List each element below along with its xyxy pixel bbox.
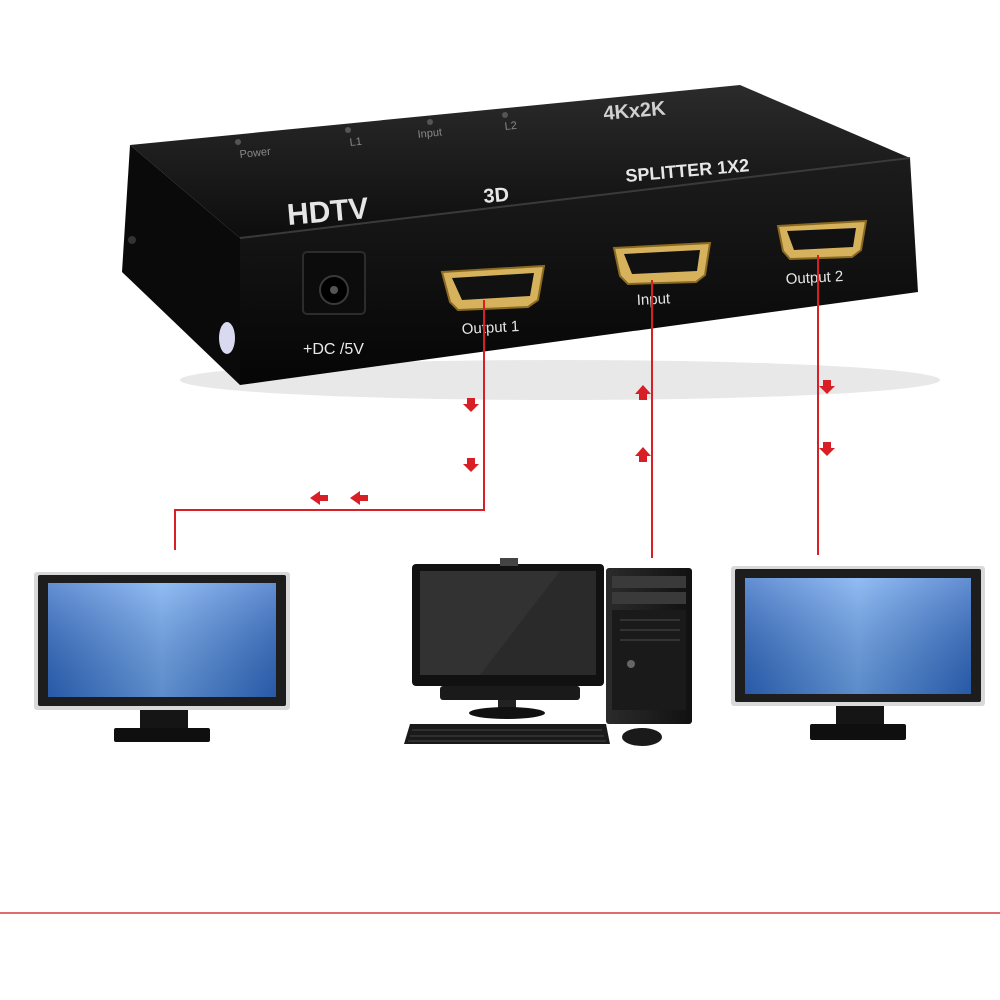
keyboard-icon — [404, 724, 610, 744]
port-label-input: Input — [636, 290, 671, 309]
pc-front-panel — [612, 610, 686, 710]
led-label-l1: L1 — [349, 136, 362, 149]
webcam-icon — [500, 558, 518, 566]
port-input: Input — [612, 241, 712, 309]
hdmi-port-opening — [452, 273, 534, 300]
cable-output-1 — [174, 300, 485, 550]
monitor-left — [34, 572, 290, 742]
keyboard-keys — [408, 729, 606, 742]
signal-cables — [174, 255, 819, 558]
led-power-icon — [235, 139, 241, 145]
device-top-face — [130, 85, 910, 238]
pc-drive-bay — [612, 592, 686, 604]
led-l2-icon — [502, 112, 508, 118]
pc-monitor-base — [469, 707, 545, 719]
led-input-icon — [427, 119, 433, 125]
pc-monitor-chin — [440, 686, 580, 700]
dc-jack-pin — [330, 286, 338, 294]
monitor-neck — [836, 706, 884, 726]
pc-power-button-icon — [627, 660, 635, 668]
monitor-base — [810, 724, 906, 740]
led-label-l2: L2 — [504, 120, 517, 133]
splitter-device: Power L1 Input L2 4Kx2K HDTV 3D SPLITTER… — [122, 85, 940, 400]
monitor-neck — [140, 710, 188, 730]
device-edge — [239, 157, 911, 239]
power-label: +DC /5V — [303, 341, 364, 358]
arrow-down-icon — [463, 398, 479, 412]
pc-screen-reflection — [420, 571, 560, 675]
led-label-input: Input — [417, 126, 443, 140]
dc-jack: +DC /5V — [302, 251, 366, 358]
monitor-screen-shine — [48, 583, 276, 697]
port-output-1: Output 1 — [440, 264, 546, 338]
brand-suffix-label: 3D — [483, 184, 510, 208]
pc-monitor-neck — [498, 700, 516, 710]
arrow-left-icon — [350, 491, 368, 505]
screw-icon — [128, 236, 136, 244]
arrow-left-icon — [310, 491, 328, 505]
device-side-face — [122, 145, 240, 385]
monitor-right — [731, 566, 985, 740]
led-label-power: Power — [239, 146, 272, 161]
pc-drive-bay — [612, 576, 686, 588]
arrow-down-icon — [819, 442, 835, 456]
resolution-label: 4Kx2K — [603, 98, 667, 125]
arrow-down-icon — [463, 458, 479, 472]
signal-arrows — [310, 380, 835, 505]
monitor-base — [114, 728, 210, 742]
arrow-up-icon — [635, 447, 651, 462]
device-front-face — [240, 158, 918, 385]
port-output-2: Output 2 — [776, 219, 868, 288]
hdmi-port-opening — [624, 250, 700, 274]
port-label-output-1: Output 1 — [461, 318, 519, 338]
led-l1-icon — [345, 127, 351, 133]
device-shadow — [180, 360, 940, 400]
mouse-icon — [622, 728, 662, 746]
rubber-foot — [219, 322, 235, 354]
led-row: Power L1 Input L2 — [235, 112, 517, 161]
arrow-down-icon — [819, 380, 835, 394]
arrow-up-icon — [635, 385, 651, 400]
desktop-pc — [404, 558, 692, 746]
port-label-output-2: Output 2 — [785, 268, 843, 288]
brand-label: HDTV — [286, 192, 370, 232]
hdmi-port-opening — [787, 228, 856, 250]
monitor-screen-shine — [745, 578, 971, 694]
